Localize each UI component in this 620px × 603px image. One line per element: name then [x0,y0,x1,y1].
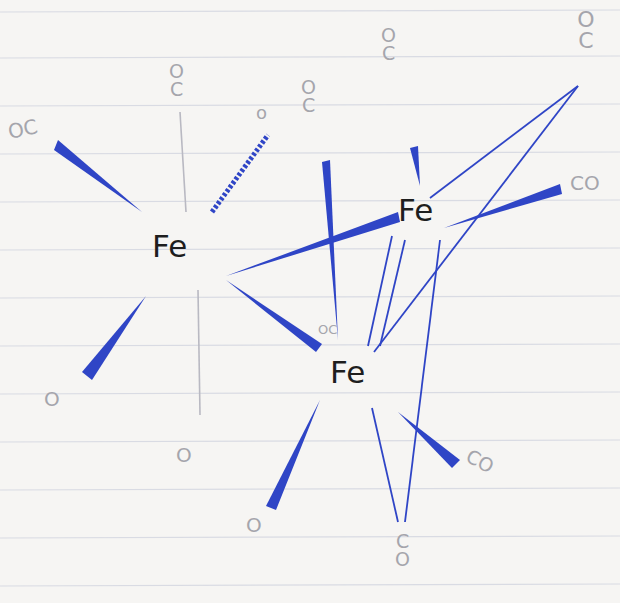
hashed-bonds [212,135,268,212]
paper-rule [0,488,620,490]
wedge-bond [82,296,146,380]
ligand-label: OC [6,117,39,142]
paper-rule [0,536,620,538]
plain-bonds [180,112,200,415]
bridge-line [374,86,578,352]
paper-rule [0,440,620,442]
ligand-label: O C [300,78,317,114]
paper-rule [0,584,620,586]
wedge-bond [410,146,420,186]
wedge-bond [398,412,460,468]
wedge-bond [226,212,400,276]
ligand-label: O [44,390,60,409]
wedge-bond [444,184,562,228]
ligand-label: O [176,446,192,465]
axial-bond [180,112,186,212]
paper-rule [0,392,620,394]
ligand-label: O C [576,10,596,52]
ligand-label: CO [463,446,496,475]
wedge-bond [226,280,322,352]
atom-label: Fe [330,358,365,387]
ligand-label: OC [318,324,337,336]
ligand-label: O C [168,62,185,98]
hashed-bond [212,135,268,212]
ligand-label: O C [380,26,397,62]
wedge-bond [266,400,320,510]
wedge-bond [54,140,142,212]
axial-bond [198,290,200,415]
bridge-line [405,240,440,522]
atom-label: Fe [152,232,187,261]
atom-label: Fe [398,196,433,225]
ligand-label: CO [570,174,600,193]
paper-rule [0,56,620,58]
ligand-label: C O [394,532,411,568]
paper-rule [0,10,620,12]
thin-bonds [368,86,578,522]
wedge-bonds [54,140,562,510]
ruled-paper [0,10,620,586]
wedge-bond [322,160,338,340]
ligand-label: o [256,104,267,121]
bridge-line [372,408,398,522]
metal-bond [380,240,405,346]
ligand-label: O [246,516,262,535]
paper-rule [0,296,620,298]
metal-bond [368,236,392,346]
